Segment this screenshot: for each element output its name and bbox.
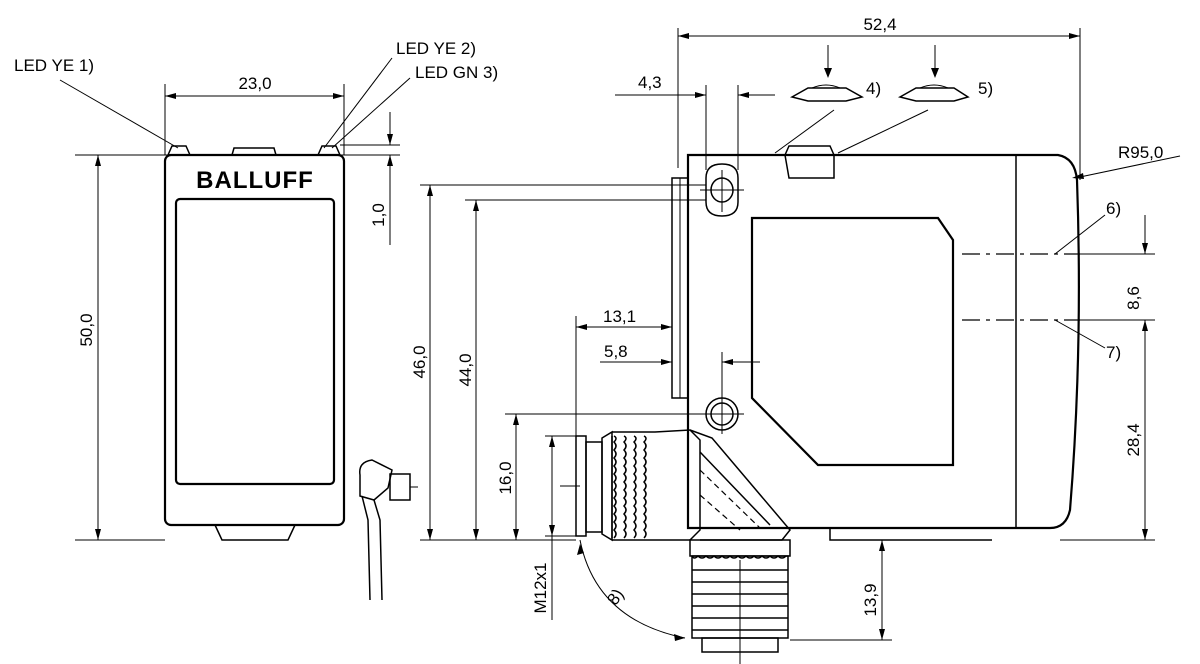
dimension-beam-height: 28,4 (1124, 320, 1148, 540)
callout-note-7: 7) (1106, 343, 1121, 362)
dimension-hole-to-flange: 5,8 (600, 342, 760, 394)
connector-elbow (689, 429, 791, 541)
callout-led-ye-2: LED YE 2) (396, 39, 476, 58)
dim-hole-offset-label: 4,3 (638, 73, 662, 92)
callout-led-ye-1: LED YE 1) (14, 56, 94, 75)
dimension-radius: R95,0 (1072, 143, 1181, 179)
dimension-connector-drop: 13,9 (790, 540, 892, 641)
dim-hole-to-flange-label: 5,8 (604, 342, 628, 361)
dimension-overall-length: 52,4 (677, 15, 1081, 180)
dim-beam-height-label: 28,4 (1124, 423, 1143, 456)
dimension-front-width: 23,0 (164, 74, 345, 155)
dimension-thread: M12x1 (531, 435, 576, 620)
dim-height-44-label: 44,0 (456, 353, 475, 386)
callout-led-gn-3: LED GN 3) (415, 63, 498, 82)
dim-led-height-label: 1,0 (369, 203, 388, 227)
led-lens-detail-5 (837, 45, 970, 154)
side-housing (671, 145, 1080, 541)
cable-connector-symbol (359, 459, 418, 601)
dim-overall-length-label: 52,4 (863, 15, 896, 34)
dim-beam-spacing-label: 8,6 (1124, 286, 1143, 310)
side-view: 52,4 4,3 4) 5) (410, 15, 1181, 664)
dimension-beam-spacing: 8,6 (1124, 215, 1148, 360)
brand-logo: BALLUFF (196, 167, 314, 194)
dim-front-width-label: 23,0 (238, 74, 271, 93)
callout-note-6: 6) (1106, 199, 1121, 218)
dimension-led-height: 1,0 (369, 112, 393, 245)
led-lens-detail-4 (774, 45, 865, 154)
dimension-front-height: 50,0 (77, 155, 101, 540)
front-view: BALLUFF 23,0 50,0 1,0 (14, 39, 498, 601)
dim-connector-offset-label: 13,1 (603, 307, 636, 326)
dimension-hole-offset: 4,3 (615, 73, 775, 170)
callout-note-8: 8) (603, 585, 627, 608)
beam-axes (962, 253, 1155, 541)
dim-connector-drop-label: 13,9 (861, 583, 880, 616)
dim-thread-label: M12x1 (531, 562, 550, 613)
callout-note-5: 5) (978, 79, 993, 98)
front-housing (163, 145, 346, 541)
dim-radius-label: R95,0 (1118, 143, 1163, 162)
dimension-connector-offset: 13,1 (575, 307, 672, 436)
dim-height-46-label: 46,0 (410, 345, 429, 378)
rotation-arc: 8) (577, 539, 686, 641)
led-leaders (59, 57, 411, 149)
connector-vertical (689, 539, 791, 664)
dimension-connector-height: 16,0 (496, 413, 706, 540)
mounting-hole-bottom (700, 394, 744, 434)
callout-note-4: 4) (866, 79, 881, 98)
dim-front-height-label: 50,0 (77, 313, 96, 346)
dim-connector-height-label: 16,0 (496, 461, 515, 494)
mounting-hole-top (700, 163, 744, 217)
connector-horizontal (560, 429, 701, 542)
dimension-height-44: 44,0 (456, 199, 706, 540)
dimension-height-46: 46,0 (410, 184, 706, 541)
